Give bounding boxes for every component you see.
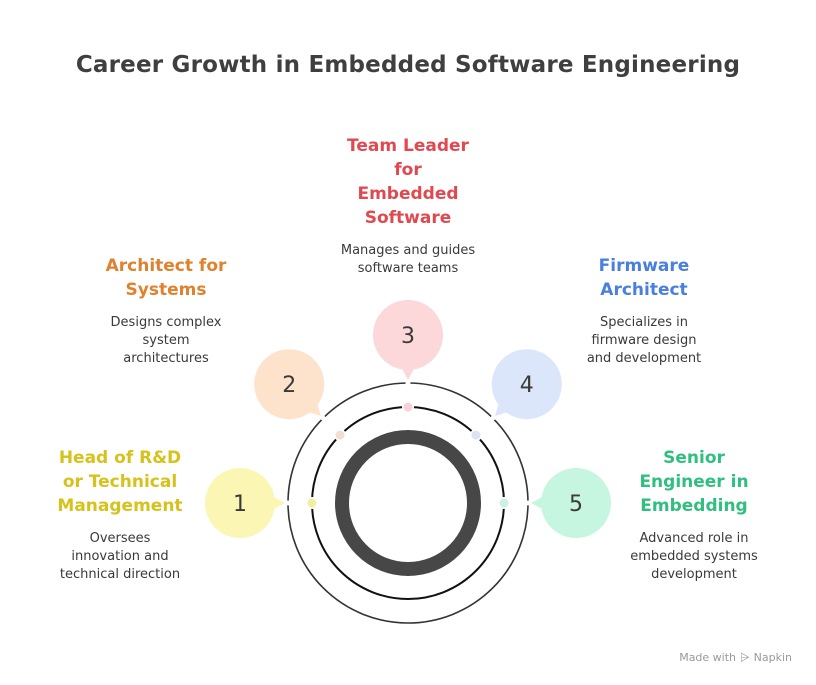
heading-line: Embedded [357, 184, 459, 204]
heading-line: Embedding [640, 496, 748, 516]
ring-gap [490, 415, 496, 421]
step-2-bubble [254, 349, 325, 420]
description-line: development [651, 567, 737, 582]
step-2-number: 2 [282, 373, 296, 398]
description-line: Designs complex [110, 315, 222, 330]
description-line: firmware design [591, 333, 697, 348]
footer-attribution: Made with ⩥ Napkin [679, 650, 792, 665]
heading-line: or Technical [62, 472, 178, 492]
description-line: and development [586, 351, 702, 366]
step-4-ring-dot [471, 430, 481, 440]
ring-gap [525, 500, 531, 506]
heading-line: Management [57, 496, 183, 516]
step-5-number: 5 [569, 492, 583, 517]
heading-line: Architect [600, 280, 688, 300]
step-2-ring-dot [335, 430, 345, 440]
ring-gap [285, 500, 291, 506]
heading-line: Engineer in [639, 472, 749, 492]
description-line: technical direction [59, 567, 181, 582]
made-with-label: Made with [679, 651, 737, 664]
step-5-ring-dot [499, 498, 509, 508]
step-5-description: Advanced role in embedded systems developm… [604, 530, 784, 584]
page-title: Career Growth in Embedded Software Engin… [75, 52, 741, 78]
step-3-description: Manages and guides software teams [318, 242, 498, 278]
brand-label: Napkin [753, 651, 792, 664]
description-line: embedded systems [630, 549, 758, 564]
step-1-bubble [205, 468, 275, 538]
step-3-number: 3 [401, 324, 415, 349]
ring-gap [405, 380, 411, 386]
napkin-logo-icon: ⩥ [740, 650, 750, 664]
step-2-description: Designs complex system architectures [76, 314, 256, 368]
heading-line: Head of R&D [58, 448, 182, 468]
heading-line: Senior [663, 448, 725, 468]
description-line: Manages and guides [340, 243, 476, 258]
step-1-number: 1 [233, 492, 247, 517]
description-line: architectures [123, 351, 209, 366]
description-line: Specializes in [599, 315, 689, 330]
ring-gap [320, 415, 326, 421]
step-5-bubble [541, 468, 611, 538]
description-line: Advanced role in [639, 531, 749, 546]
heading-line: Systems [125, 280, 207, 300]
step-4-number: 4 [520, 373, 534, 398]
step-4-description: Specializes in firmware design and develop… [554, 314, 734, 368]
heading-line: Team Leader [347, 136, 469, 156]
step-1-ring-dot [307, 498, 317, 508]
heading-line: Firmware [598, 256, 690, 276]
description-line: software teams [357, 261, 459, 276]
step-1-description: Oversees innovation and technical directio… [30, 530, 210, 584]
core-ring [335, 430, 481, 576]
heading-line: for [394, 160, 422, 180]
description-line: Oversees [89, 531, 151, 546]
heading-line: Architect for [105, 256, 227, 276]
step-3-ring-dot [403, 402, 413, 412]
description-line: innovation and [71, 549, 169, 564]
step-4-bubble [491, 349, 562, 420]
step-3-bubble [373, 300, 443, 370]
description-line: system [142, 333, 190, 348]
heading-line: Software [364, 208, 452, 228]
